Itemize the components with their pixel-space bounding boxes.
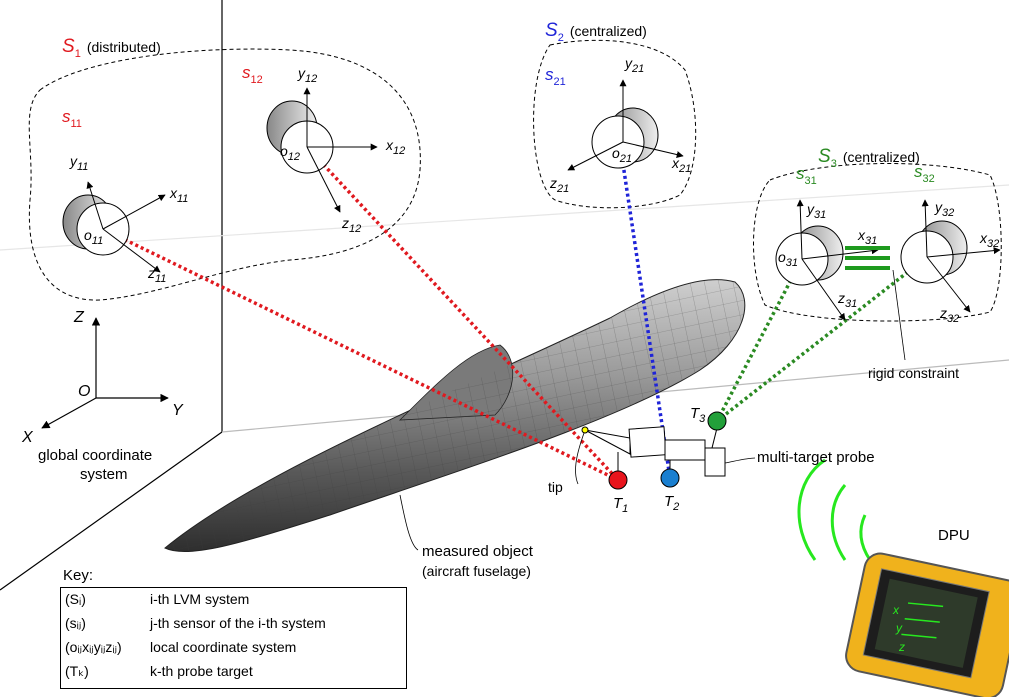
svg-text:z32: z32 bbox=[939, 305, 959, 325]
svg-text:o12: o12 bbox=[280, 143, 300, 163]
svg-text:Z: Z bbox=[73, 309, 85, 326]
sensor-s31-drawing bbox=[775, 199, 879, 321]
svg-text:y: y bbox=[895, 621, 903, 635]
global-axes bbox=[41, 317, 169, 429]
sensor-s11-drawing bbox=[62, 181, 166, 273]
aircraft-fuselage bbox=[164, 279, 746, 553]
sensor-s21-drawing bbox=[567, 79, 684, 171]
svg-text:x32: x32 bbox=[979, 230, 999, 250]
sensor-s32-axes-labels: y32 x32 z32 bbox=[934, 199, 999, 325]
line-s12-t1 bbox=[305, 145, 620, 482]
rigid-constraint-label: rigid constraint bbox=[868, 365, 959, 381]
key-symbol: (oᵢⱼxᵢⱼyᵢⱼzᵢⱼ) bbox=[65, 639, 122, 655]
room-walls bbox=[0, 0, 1009, 591]
rigid-constraint-leader bbox=[892, 269, 906, 361]
dpu-screen-labels: x y z bbox=[892, 603, 905, 654]
sensor-s32-drawing bbox=[900, 199, 1001, 313]
target-t3-marker bbox=[707, 411, 727, 431]
sensor-s21-axes-labels: y21 x21 z21 o21 bbox=[549, 55, 691, 195]
sensor-s12-axes-labels: y12 x12 z12 o12 bbox=[280, 65, 405, 235]
system-boundaries bbox=[28, 39, 1002, 322]
svg-text:x11: x11 bbox=[169, 185, 188, 205]
measurement-lines bbox=[102, 145, 929, 482]
key-title: Key: bbox=[63, 567, 94, 584]
svg-text:z12: z12 bbox=[341, 215, 361, 235]
sensor-s31-axes-labels: y31 x31 z31 o31 bbox=[778, 201, 877, 310]
svg-text:x: x bbox=[892, 603, 900, 617]
key-symbol: (Tₖ) bbox=[65, 663, 89, 679]
svg-text:z21: z21 bbox=[549, 175, 569, 195]
svg-text:y21: y21 bbox=[624, 55, 644, 75]
line-s21-t2 bbox=[621, 163, 672, 479]
sensor-s21-label: s21 bbox=[545, 65, 566, 88]
svg-text:z31: z31 bbox=[837, 290, 857, 310]
key-description: k-th probe target bbox=[150, 663, 253, 679]
svg-text:z: z bbox=[898, 640, 905, 654]
key-description: local coordinate system bbox=[150, 639, 297, 655]
line-s32-t3 bbox=[715, 255, 929, 423]
svg-text:Y: Y bbox=[172, 402, 184, 419]
measured-object-label: measured object bbox=[422, 543, 534, 560]
system-s3-label: S3(centralized) bbox=[818, 146, 920, 170]
tip-label: tip bbox=[548, 479, 563, 495]
global-caption-line1: global coordinate bbox=[38, 447, 152, 464]
line-s31-t3 bbox=[715, 258, 804, 422]
target-t2-marker bbox=[660, 468, 680, 488]
target-t3-label: T3 bbox=[690, 405, 706, 425]
sensor-s11-label: s11 bbox=[62, 107, 82, 130]
sensor-s12-drawing bbox=[266, 87, 378, 213]
sensor-s32-label: s32 bbox=[914, 162, 935, 185]
probe-targets bbox=[608, 411, 727, 490]
svg-text:o11: o11 bbox=[84, 227, 103, 247]
svg-text:x31: x31 bbox=[857, 227, 877, 247]
system-s2-label: S2(centralized) bbox=[545, 20, 647, 44]
key-description: i-th LVM system bbox=[150, 591, 250, 607]
target-t1-label: T1 bbox=[613, 495, 628, 515]
measured-object-sublabel: (aircraft fuselage) bbox=[422, 563, 531, 579]
multi-target-probe-drawing bbox=[581, 426, 726, 477]
svg-text:o21: o21 bbox=[612, 145, 632, 165]
svg-text:o31: o31 bbox=[778, 249, 798, 269]
key-symbol: (Sᵢ) bbox=[65, 591, 86, 607]
rigid-constraint-bars bbox=[845, 246, 890, 270]
target-t1-marker bbox=[608, 470, 628, 490]
svg-text:y32: y32 bbox=[934, 199, 954, 219]
leader-lines bbox=[399, 432, 756, 551]
multi-target-probe-label: multi-target probe bbox=[757, 449, 875, 466]
global-axes-labels: Z Y X O bbox=[21, 309, 184, 446]
global-caption-line2: system bbox=[80, 466, 128, 483]
svg-text:X: X bbox=[21, 429, 34, 446]
svg-text:z11: z11 bbox=[147, 265, 166, 285]
key-box: (Sᵢ) i-th LVM system (sᵢⱼ) j-th sensor o… bbox=[60, 587, 407, 689]
svg-text:y12: y12 bbox=[297, 65, 317, 85]
key-symbol: (sᵢⱼ) bbox=[65, 615, 86, 631]
sensor-s12-label: s12 bbox=[242, 63, 263, 86]
sensor-s31-label: s31 bbox=[796, 164, 817, 187]
sensor-s11-axes-labels: y11 x11 z11 o11 bbox=[69, 153, 188, 285]
svg-text:x12: x12 bbox=[385, 137, 405, 157]
target-t2-label: T2 bbox=[664, 493, 679, 513]
system-s1-label: S1(distributed) bbox=[62, 36, 161, 60]
system-3-boundary bbox=[753, 163, 1002, 322]
svg-text:y11: y11 bbox=[69, 153, 88, 173]
svg-text:y31: y31 bbox=[806, 201, 826, 221]
svg-text:x21: x21 bbox=[671, 155, 691, 175]
dpu-device bbox=[797, 458, 1009, 697]
system-2-boundary bbox=[533, 39, 697, 209]
system-1-boundary bbox=[28, 48, 421, 301]
dpu-label: DPU bbox=[938, 527, 970, 544]
svg-text:O: O bbox=[78, 383, 90, 400]
key-description: j-th sensor of the i-th system bbox=[150, 615, 326, 631]
